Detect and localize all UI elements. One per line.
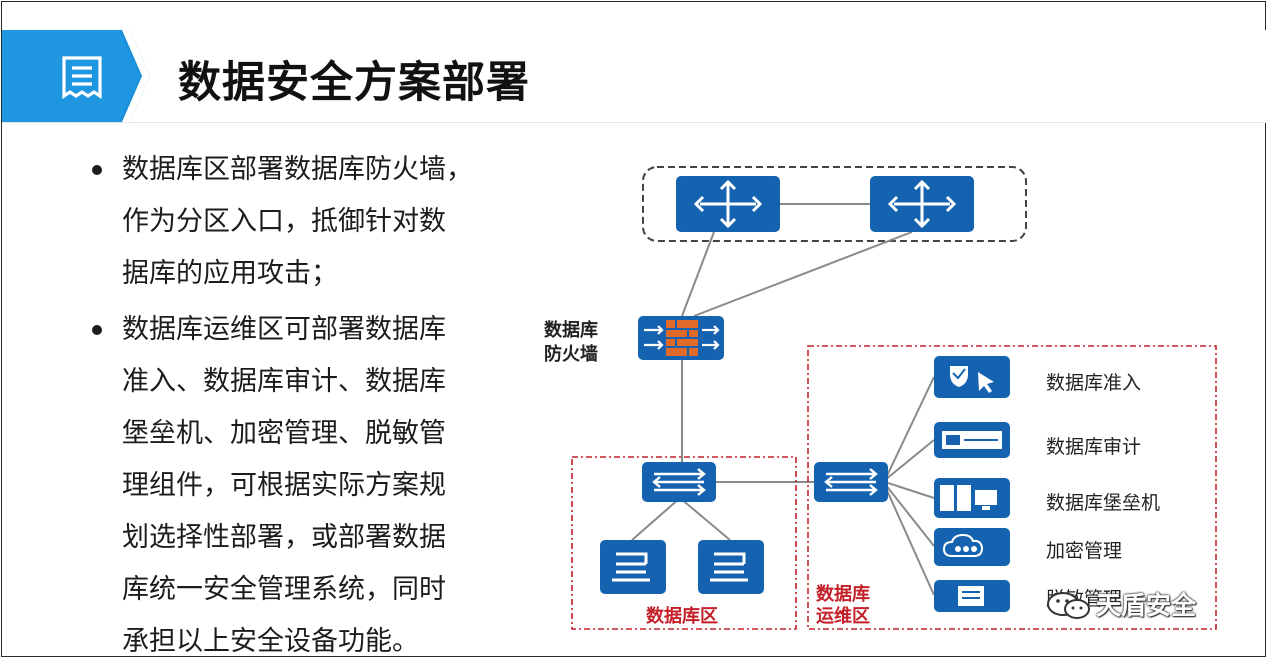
device-label-encryption: 加密管理 (1046, 540, 1123, 562)
bullet-1-line-1: 数据库区部署数据库防火墙， (122, 154, 473, 185)
bullet-dot (92, 325, 102, 335)
database-icon (698, 540, 764, 594)
ops-zone-label-line-1: 数据库 (816, 584, 870, 605)
db-zone-boundary (571, 456, 797, 630)
core-router-group (642, 166, 1027, 242)
firewall-label-line-2: 防火墙 (544, 344, 598, 365)
bullet-2-line-2: 准入、数据库审计、数据库 (122, 366, 446, 397)
ops-zone-boundary (807, 345, 1217, 630)
firewall-label-line-1: 数据库 (544, 320, 598, 341)
bullet-2-line-6: 库统一安全管理系统，同时 (122, 574, 446, 605)
diagram-canvas (571, 166, 1217, 630)
db-zone-label: 数据库区 (646, 606, 718, 627)
firewall-icon (638, 316, 724, 360)
bullet-dot (92, 165, 102, 175)
cloud-encryption-icon (934, 528, 1010, 566)
bullet-2-line-4: 理组件，可根据实际方案规 (122, 470, 446, 501)
device-label-audit: 数据库审计 (1046, 436, 1142, 458)
network-diagram: 数据库 防火墙 数据库区 数据库 运维区 数据库准入 数据库审计 数据库堡垒机 … (520, 140, 1240, 640)
connection-lines (631, 203, 935, 596)
bullet-2-line-7: 承担以上安全设备功能。 (122, 626, 419, 657)
audit-appliance-icon (934, 422, 1010, 458)
bullet-item-1: 数据库区部署数据库防火墙， 作为分区入口，抵御针对数 据库的应用攻击； (88, 144, 518, 300)
bullet-item-2: 数据库运维区可部署数据库 准入、数据库审计、数据库 堡垒机、加密管理、脱敏管 理… (88, 304, 518, 668)
desensitization-icon (934, 580, 1010, 612)
device-label-access: 数据库准入 (1046, 372, 1142, 394)
router-icon (676, 176, 780, 232)
bullet-list: 数据库区部署数据库防火墙， 作为分区入口，抵御针对数 据库的应用攻击； 数据库运… (88, 144, 518, 670)
bullet-2-line-3: 堡垒机、加密管理、脱敏管 (122, 418, 446, 449)
switch-icon (814, 462, 888, 502)
bullet-1-line-2: 作为分区入口，抵御针对数 (122, 206, 446, 237)
title-banner (2, 30, 150, 122)
title-band (2, 30, 1266, 123)
shield-cursor-icon (934, 356, 1010, 398)
watermark-text: 天盾安全 (1096, 591, 1197, 620)
database-icon (600, 540, 666, 594)
ops-zone-label-line-2: 运维区 (816, 606, 870, 627)
wechat-icon (1047, 592, 1090, 619)
bullet-1-line-3: 据库的应用攻击； (122, 258, 338, 289)
document-icon (62, 56, 102, 99)
switch-icon (642, 462, 716, 502)
bullet-2-line-5: 划选择性部署，或部署数据 (122, 522, 446, 553)
bullet-2-line-1: 数据库运维区可部署数据库 (122, 314, 446, 345)
router-icon (870, 176, 974, 232)
page-title: 数据安全方案部署 (178, 58, 530, 108)
device-label-bastion: 数据库堡垒机 (1046, 492, 1161, 514)
bastion-host-icon (934, 478, 1010, 518)
